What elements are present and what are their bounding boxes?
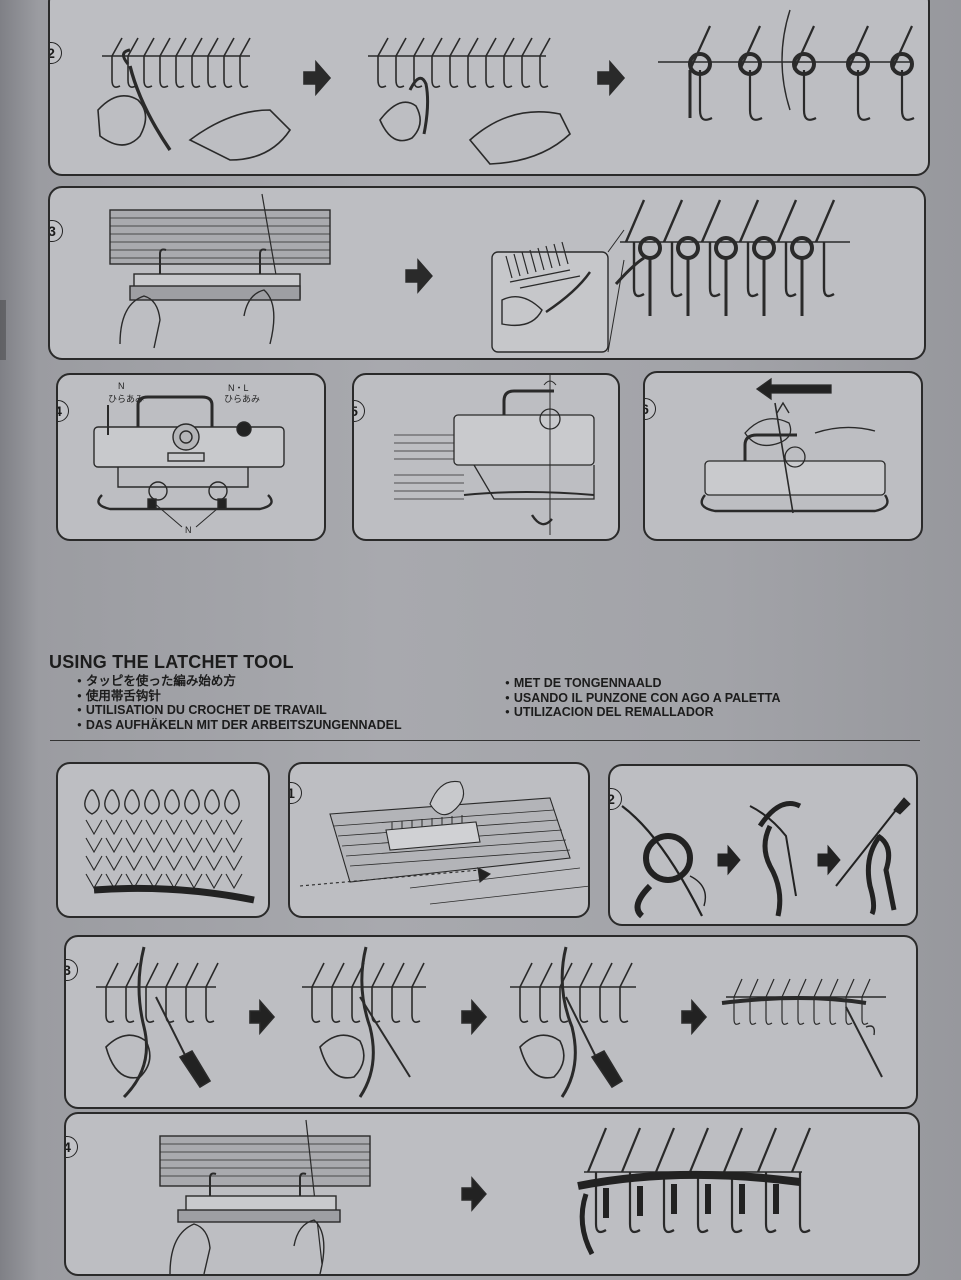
panel-step-3: 3	[48, 186, 926, 360]
panel-step-2: 2	[48, 0, 930, 176]
subtitle-german: DAS AUFHÄKELN MIT DER ARBEITSZUNGENNADEL	[77, 718, 402, 733]
subtitle-japanese: タッピを使った編み始め方	[77, 674, 402, 689]
label-hiraami-right: ひらあみ	[224, 394, 261, 404]
label-nl: N・L	[228, 383, 249, 393]
panel-step-4-carriage-finished: 4	[64, 1112, 920, 1276]
subtitle-list-left: タッピを使った編み始め方 使用帯舌钩针 UTILISATION DU CROCH…	[77, 674, 402, 732]
section-title: USING THE LATCHET TOOL	[49, 652, 294, 672]
illustration-carriage-and-finished-loops	[159, 1119, 812, 1274]
subtitle-spanish: UTILIZACION DEL REMALLADOR	[505, 705, 781, 720]
panel-step-3-latchet-sequence: 3	[64, 935, 918, 1109]
section-divider	[50, 740, 920, 741]
panel-step-1-needle-bed: 1	[288, 762, 590, 918]
panel-step-5: 5	[352, 373, 620, 541]
illustration-yarn-loops-hooks	[97, 9, 915, 165]
illustration-carriage-pull-yarn	[394, 375, 595, 535]
panel-step-2-slip-knot: 2	[608, 764, 918, 926]
page-edge-shadow	[0, 300, 6, 360]
illustration-carriage-hands-and-loops	[109, 193, 850, 353]
subtitle-italian: USANDO IL PUNZONE CON AGO A PALETTA	[505, 691, 781, 706]
subtitle-french: UTILISATION DU CROCHET DE TRAVAIL	[77, 703, 402, 718]
subtitle-list-right: MET DE TONGENNAALD USANDO IL PUNZONE CON…	[505, 676, 781, 720]
subtitle-dutch: MET DE TONGENNAALD	[505, 676, 781, 691]
label-n: N	[118, 381, 125, 391]
illustration-carriage-move-left	[700, 377, 889, 514]
panel-step-4: 4 N ひらあみ N・L ひらあみ N	[56, 373, 326, 541]
illustration-carriage-setting	[93, 395, 285, 528]
illustration-slip-knot-on-tool	[621, 797, 911, 919]
label-hiraami-left: ひらあみ	[108, 394, 145, 404]
label-bottom-n: N	[185, 525, 192, 535]
illustration-needle-bed-push	[299, 780, 588, 905]
panel-step-6: 6	[643, 371, 923, 541]
panel-fabric-sample	[56, 762, 270, 918]
subtitle-chinese: 使用帯舌钩针	[77, 689, 402, 704]
illustration-latchet-tool-sequence	[96, 946, 886, 1099]
illustration-knitted-fabric-sample	[84, 789, 255, 904]
